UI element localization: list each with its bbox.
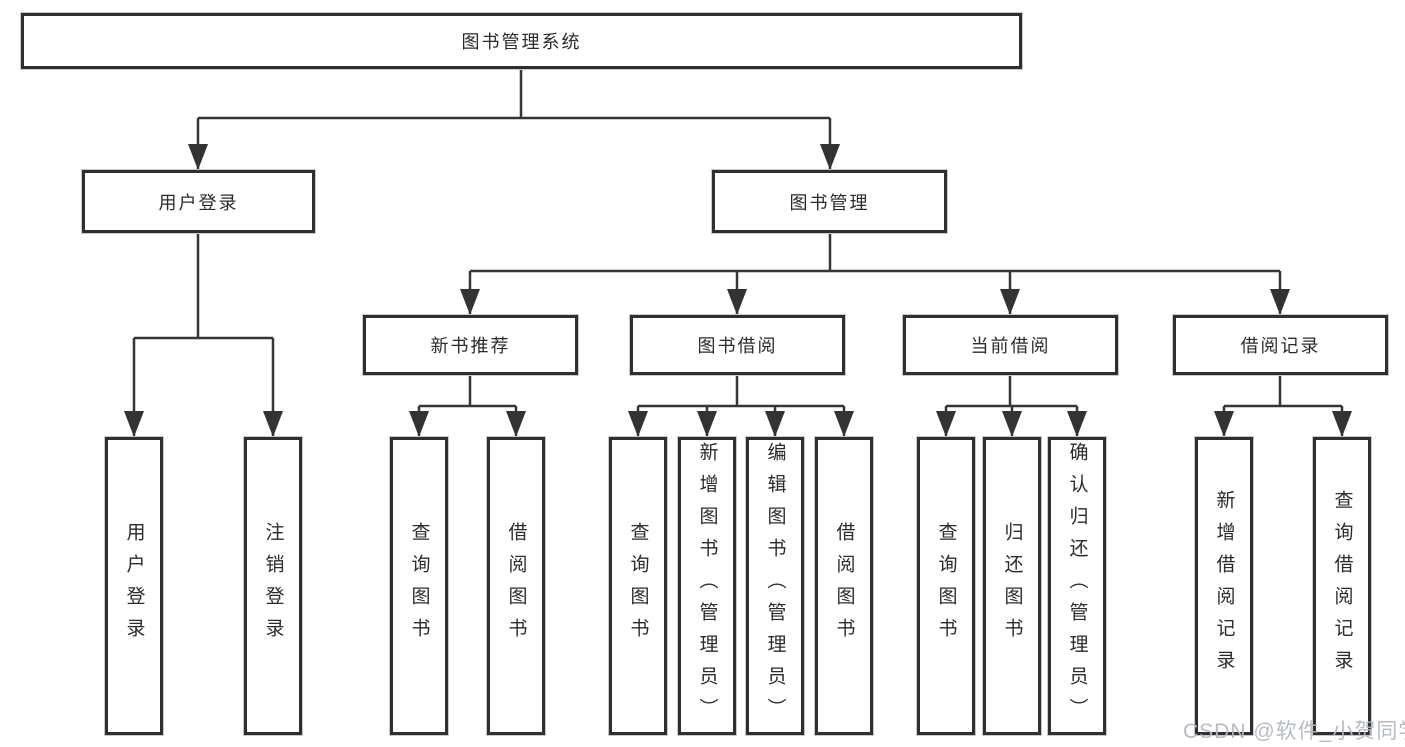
connector-bookborrow-to-leaves [638, 375, 844, 408]
connector-currentborrow-to-leaves [946, 375, 1077, 408]
leaf-records-add-record: 新增借阅记录 [1195, 437, 1253, 735]
leaf-current-return-books: 归还图书 [983, 437, 1041, 735]
leaf-records-query-record: 查询借阅记录 [1313, 437, 1371, 735]
node-book-borrowing-label: 图书借阅 [697, 336, 778, 356]
node-borrowing-records: 借阅记录 [1173, 315, 1388, 375]
connector-root-to-level2 [198, 69, 830, 120]
node-book-management-label: 图书管理 [789, 192, 870, 213]
node-current-borrowing: 当前借阅 [903, 315, 1118, 375]
node-user-login: 用户登录 [82, 170, 315, 233]
node-borrowing-records-label: 借阅记录 [1240, 336, 1321, 356]
leaf-newbooks-borrow-books: 借阅图书 [487, 437, 545, 735]
connector-borrowrecords-to-leaves [1224, 375, 1342, 408]
leaf-records-query-record-label: 查询借阅记录 [1331, 490, 1353, 682]
leaf-newbooks-query-books-label: 查询图书 [408, 522, 430, 650]
leaf-logout: 注销登录 [244, 437, 302, 735]
leaf-borrowing-add-books-admin: 新增图书（管理员） [678, 437, 736, 735]
leaf-newbooks-borrow-books-label: 借阅图书 [505, 522, 527, 650]
leaf-user-login-label: 用户登录 [123, 522, 145, 650]
node-library-system: 图书管理系统 [21, 13, 1022, 69]
leaf-newbooks-query-books: 查询图书 [390, 437, 448, 735]
leaf-records-add-record-label: 新增借阅记录 [1213, 490, 1235, 682]
leaf-borrowing-borrow-books-label: 借阅图书 [833, 522, 855, 650]
leaf-current-query-books: 查询图书 [917, 437, 975, 735]
node-book-management: 图书管理 [712, 170, 947, 233]
node-user-login-label: 用户登录 [158, 192, 239, 213]
node-new-book-recommend: 新书推荐 [363, 315, 578, 375]
leaf-current-return-books-label: 归还图书 [1001, 522, 1023, 650]
leaf-current-query-books-label: 查询图书 [935, 522, 957, 650]
leaf-borrowing-query-books-label: 查询图书 [627, 522, 649, 650]
node-current-borrowing-label: 当前借阅 [970, 336, 1051, 356]
leaf-borrowing-borrow-books: 借阅图书 [815, 437, 873, 735]
node-library-system-label: 图书管理系统 [461, 32, 582, 52]
csdn-watermark: CSDN @软件_小贺同学 [1183, 720, 1405, 743]
leaf-current-confirm-return-admin-label: 确认归还（管理员） [1066, 442, 1088, 730]
leaf-borrowing-add-books-admin-label: 新增图书（管理员） [696, 442, 718, 730]
leaf-borrowing-query-books: 查询图书 [609, 437, 667, 735]
leaf-current-confirm-return-admin: 确认归还（管理员） [1048, 437, 1106, 735]
connector-bookmgmt-to-level3 [470, 233, 1280, 273]
connector-newbooks-to-leaves [419, 375, 516, 408]
node-book-borrowing: 图书借阅 [630, 315, 845, 375]
leaf-user-login: 用户登录 [105, 437, 163, 735]
leaf-borrowing-edit-books-admin: 编辑图书（管理员） [746, 437, 804, 735]
node-new-book-recommend-label: 新书推荐 [430, 336, 511, 356]
leaf-borrowing-edit-books-admin-label: 编辑图书（管理员） [764, 442, 786, 730]
leaf-logout-label: 注销登录 [262, 522, 284, 650]
connector-userlogin-to-leaves [134, 233, 273, 340]
